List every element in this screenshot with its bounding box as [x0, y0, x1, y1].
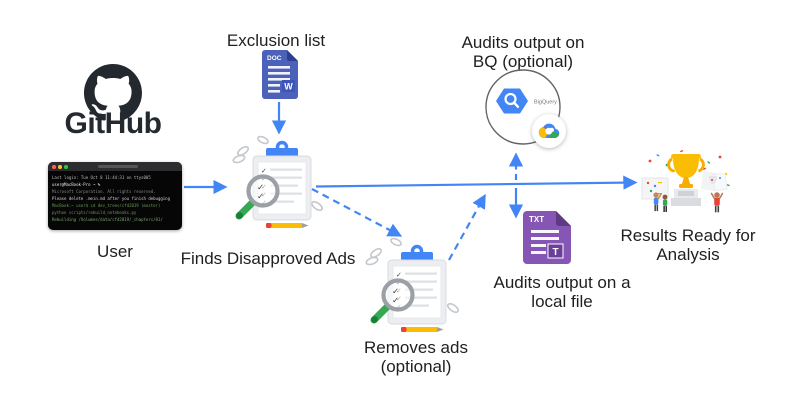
svg-text:✓: ✓: [392, 287, 399, 297]
audits-bq-line1: Audits output on: [461, 33, 585, 52]
svg-text:✓: ✓: [392, 296, 399, 306]
trophy-celebration-icon: [641, 150, 730, 213]
txt-file-icon: TXT T: [523, 211, 571, 264]
trophy-icon: [667, 154, 705, 206]
magnifier-icon: ✓ ✓: [370, 278, 415, 324]
close-icon: [52, 165, 56, 169]
svg-text:✓: ✓: [261, 167, 267, 175]
doc-ext-label: DOC: [267, 55, 282, 62]
finds-disapproved-ads-icon: ✓ ✓ ✓ ✓ ✓ ✓ ✓: [232, 135, 324, 228]
terminal-line: python scripts/rebuild_notebooks.py: [52, 210, 137, 215]
terminal-title-area: [98, 165, 138, 168]
minimize-icon: [58, 165, 62, 169]
github-octocat-icon: [84, 64, 142, 121]
magnifier-icon: ✓ ✓: [235, 174, 280, 220]
doc-letter: W: [284, 82, 293, 92]
svg-text:✓: ✓: [396, 271, 402, 279]
google-cloud-icon: [538, 123, 560, 138]
zoom-icon: [64, 165, 68, 169]
paperclip-icons: [365, 238, 460, 314]
background-papers: [700, 171, 728, 192]
terminal-line: Microsoft Corporation. All rights reserv…: [52, 189, 156, 194]
arrow-finds-to-results: [315, 175, 638, 190]
terminal-line: MacBook:~ user$ cd dev_trees/cfd2019 (ma…: [52, 203, 161, 208]
finds-disapproved-ads-label: Finds Disapproved Ads: [180, 249, 356, 268]
bigquery-hexagon-icon: [496, 88, 528, 114]
terminal-line: Please delete .mein.md after you finish …: [52, 196, 171, 201]
removes-ads-label: Removes ads (optional): [364, 338, 468, 376]
people-celebrating: [653, 192, 724, 213]
svg-text:✓: ✓: [257, 183, 264, 193]
txt-ext-label: TXT: [529, 215, 544, 224]
pencil-icon: [401, 327, 444, 332]
svg-text:✓: ✓: [257, 192, 264, 202]
exclusion-list-label: Exclusion list: [226, 31, 326, 50]
results-line2: Analysis: [656, 245, 720, 264]
audits-bq-label: Audits output on BQ (optional): [462, 33, 585, 71]
terminal-output: Last login: Tue Oct 8 11:44:31 on ttys00…: [48, 171, 182, 226]
audits-bq-line2: BQ (optional): [472, 52, 574, 71]
removes-ads-icon: ✓ ✓ ✓ ✓ ✓ ✓ ✓: [365, 238, 460, 332]
terminal-line: user@MacBook-Pro ~ %: [52, 182, 101, 187]
terminal-titlebar: [48, 162, 182, 171]
user-label: User: [97, 242, 133, 261]
terminal-window: Last login: Tue Oct 8 11:44:31 on ttys00…: [48, 162, 182, 230]
results-label: Results Ready for Analysis: [620, 226, 755, 264]
removes-ads-line2: (optional): [380, 357, 452, 376]
google-cloud-badge: [532, 114, 566, 148]
audits-local-line1: Audits output on a: [493, 273, 631, 292]
doc-file-icon: DOC W: [262, 50, 298, 99]
results-line1: Results Ready for: [620, 226, 756, 245]
terminal-line: Rebuilding /Volumes/data/cfd2019/_chapte…: [52, 217, 163, 222]
pencil-icon: [266, 223, 309, 228]
bigquery-logo: BigQuery: [485, 69, 561, 145]
github-wordmark: GitHub: [64, 107, 162, 140]
txt-letter: T: [552, 247, 558, 258]
audits-local-file-label: Audits output on a local file: [493, 273, 630, 311]
audits-local-line2: local file: [531, 292, 593, 311]
removes-ads-line1: Removes ads: [364, 338, 468, 357]
terminal-line: Last login: Tue Oct 8 11:44:31 on ttys00…: [52, 175, 151, 180]
bigquery-text: BigQuery: [534, 100, 557, 106]
